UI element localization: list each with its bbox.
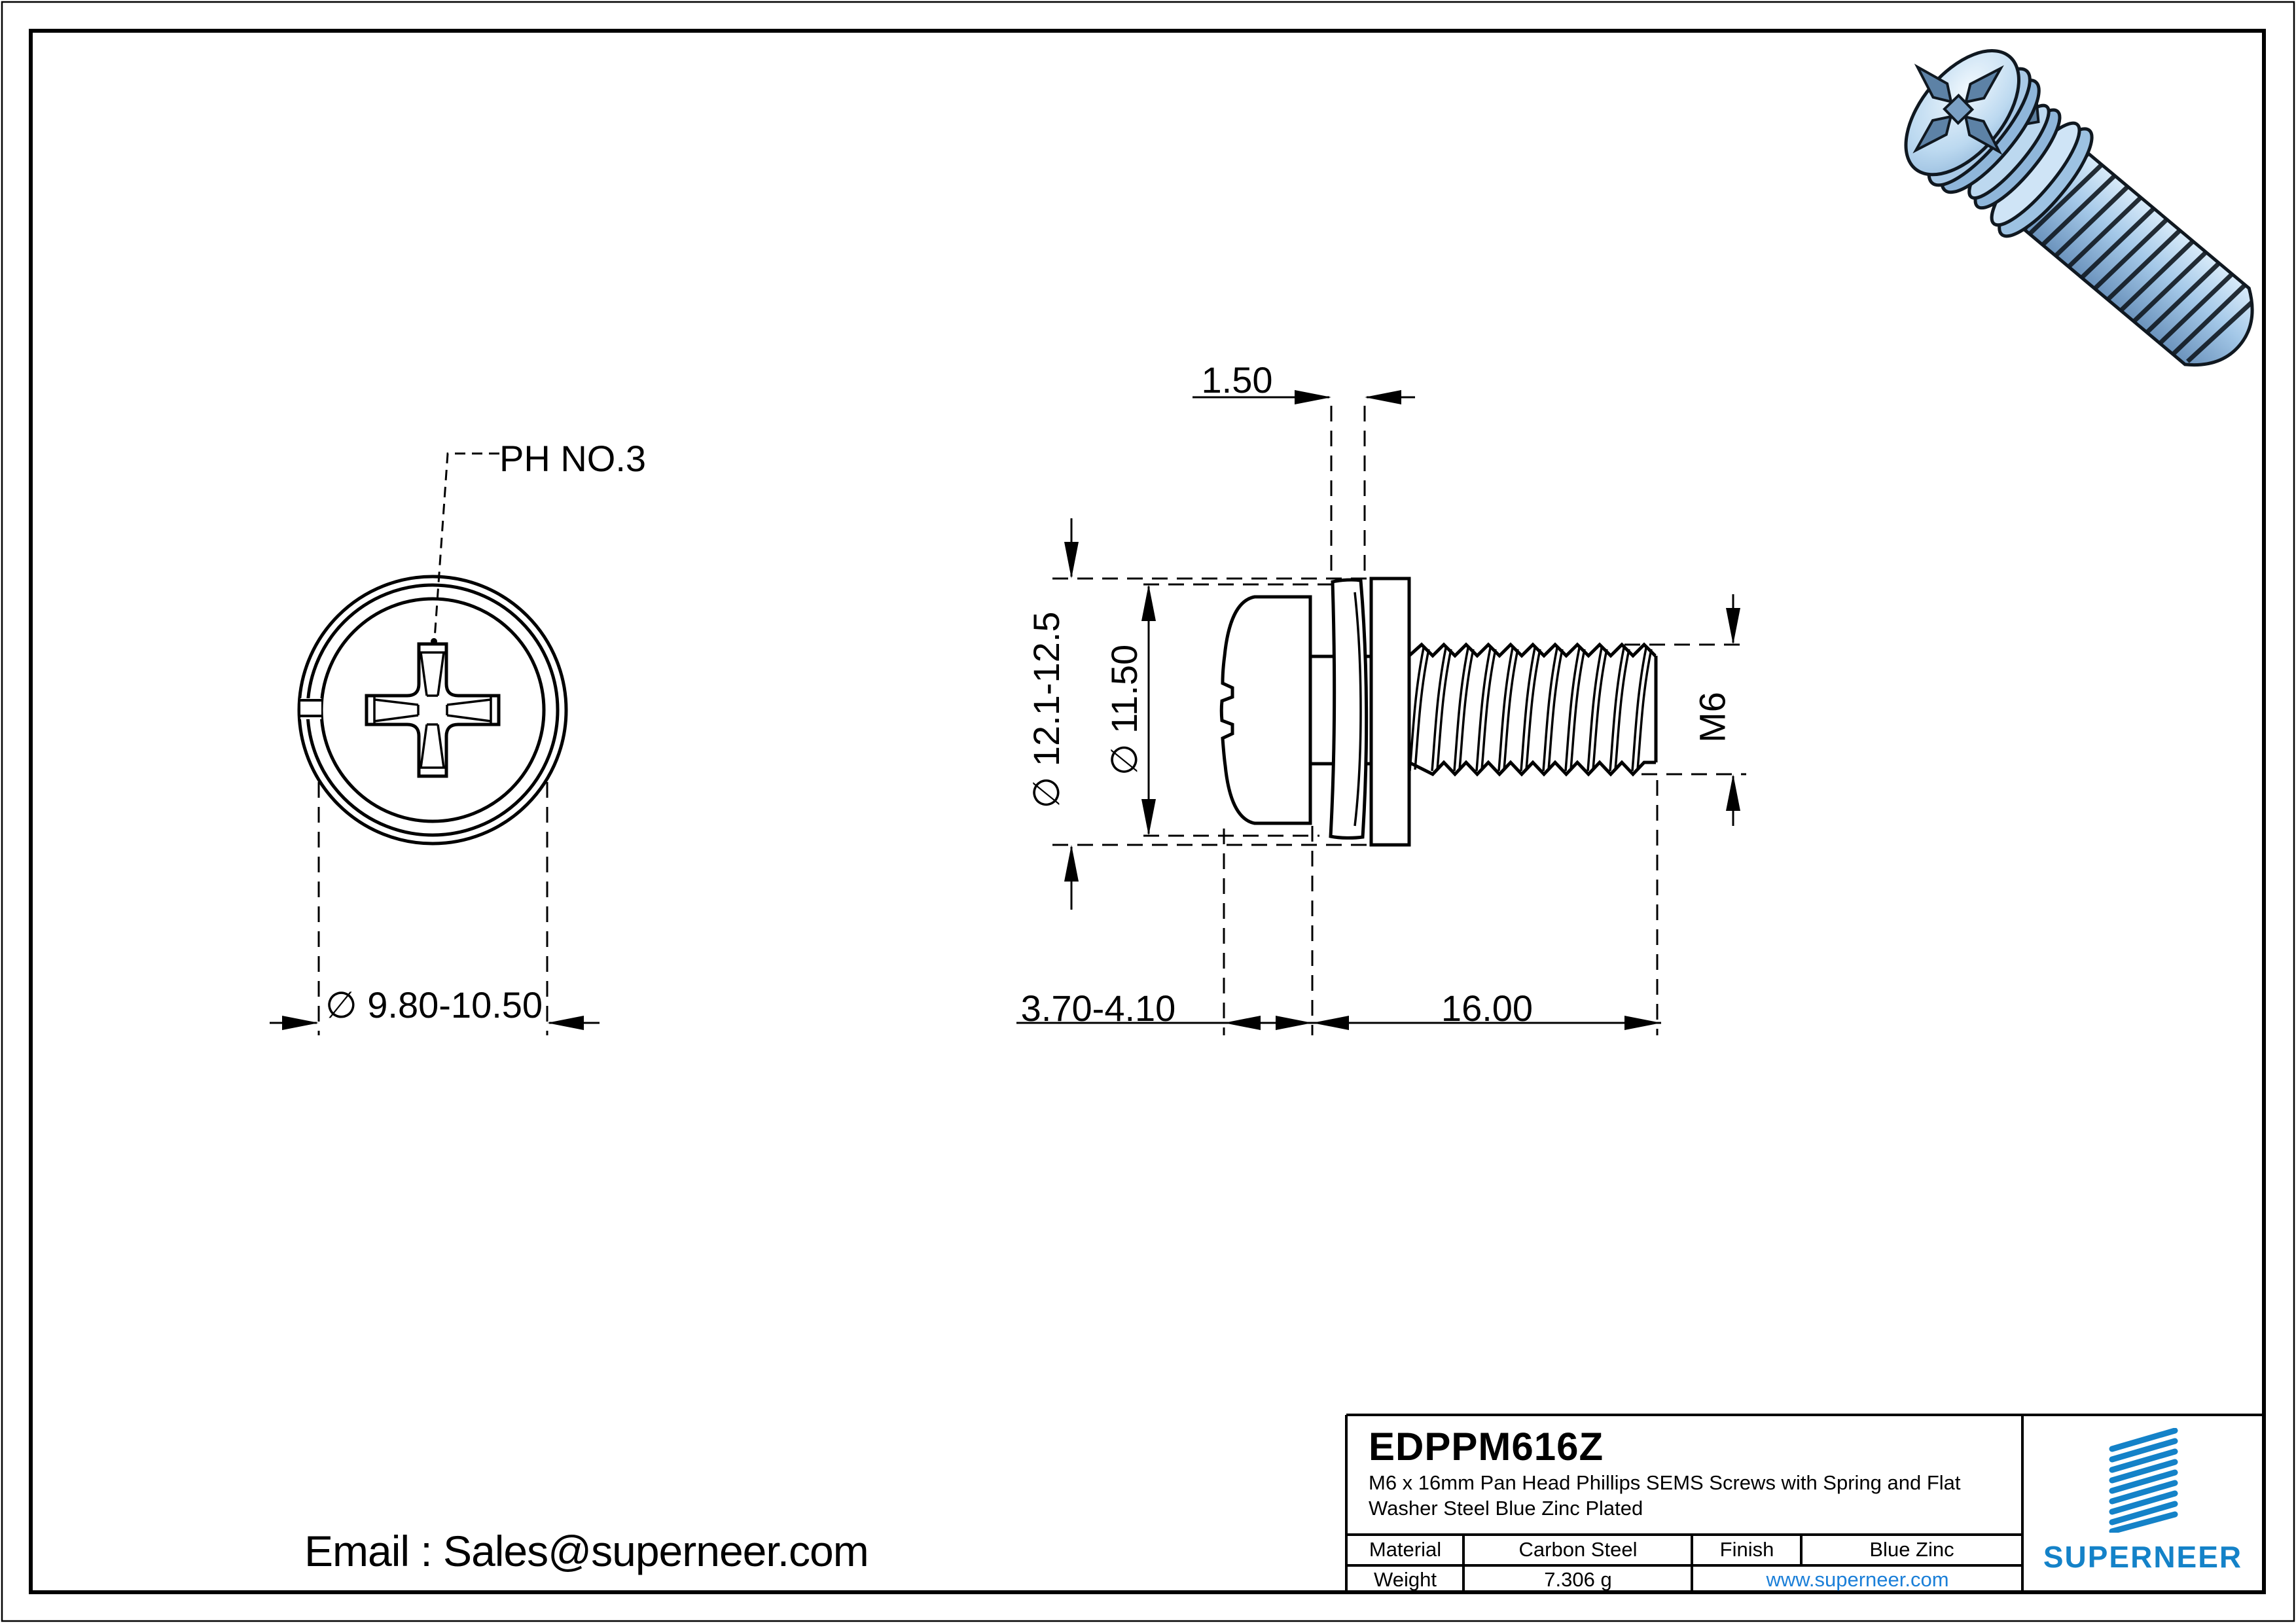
brand-name: SUPERNEER bbox=[2043, 1540, 2243, 1574]
head-diameter-dimension: ∅ 9.80-10.50 bbox=[325, 984, 543, 1026]
part-description: M6 x 16mm Pan Head Phillips SEMS Screws … bbox=[1369, 1471, 1961, 1520]
thread-length-dimension: 16.00 bbox=[1441, 988, 1534, 1029]
head-height-dimension: 3.70-4.10 bbox=[1020, 988, 1176, 1029]
finish-label: Finish bbox=[1719, 1538, 1774, 1561]
material-value: Carbon Steel bbox=[1518, 1538, 1638, 1561]
weight-label: Weight bbox=[1374, 1568, 1437, 1591]
website-link: www.superneer.com bbox=[1766, 1568, 1949, 1591]
flat-washer-diameter-dimension: ∅ 12.1-12.5 bbox=[1026, 611, 1067, 809]
contact-email: Email : Sales@superneer.com bbox=[304, 1527, 869, 1575]
screw-3d-render bbox=[1904, 49, 2254, 367]
thread-size-dimension: M6 bbox=[1691, 692, 1733, 743]
spring-washer-diameter-dimension: ∅ 11.50 bbox=[1103, 644, 1145, 776]
superneer-logo-icon bbox=[2109, 1428, 2178, 1533]
spring-washer-thickness-dimension: 1.50 bbox=[1201, 359, 1273, 401]
finish-value: Blue Zinc bbox=[1869, 1538, 1954, 1561]
part-number: EDPPM616Z bbox=[1369, 1425, 1604, 1469]
drive-type-label: PH NO.3 bbox=[499, 438, 647, 479]
weight-value: 7.306 g bbox=[1544, 1568, 1612, 1591]
material-label: Material bbox=[1369, 1538, 1442, 1561]
